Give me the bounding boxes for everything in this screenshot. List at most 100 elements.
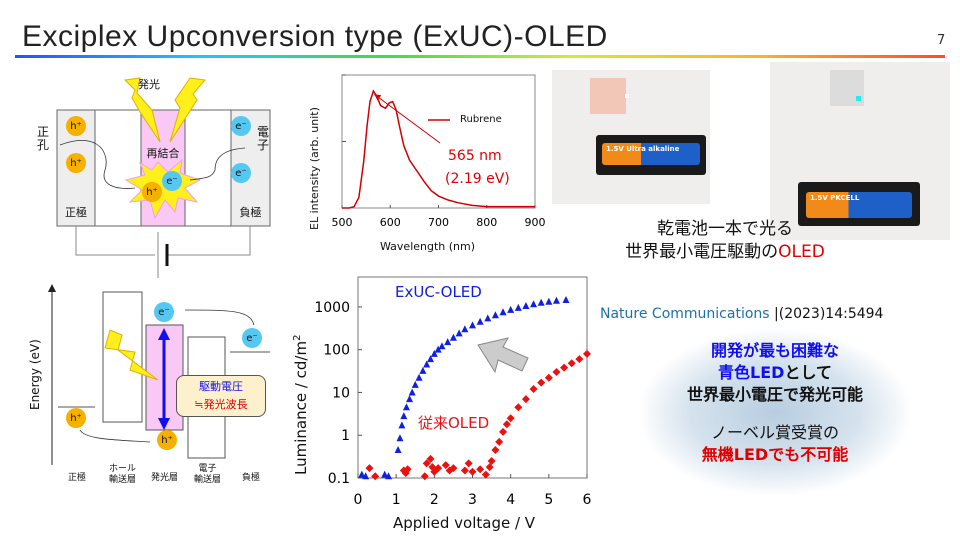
- emitting-pixel: [625, 94, 629, 98]
- x-tick-label: 500: [332, 216, 353, 229]
- x-tick-label: 4: [506, 492, 515, 508]
- plot-frame: [357, 276, 588, 479]
- exuc-data-point: [419, 366, 427, 374]
- y-tick-label: 1000: [314, 300, 350, 316]
- exuc-data-point: [522, 301, 530, 309]
- conventional-data-point: [481, 470, 490, 479]
- blue-led-text: 青色LED: [718, 363, 785, 382]
- emitting-pixel: [856, 96, 861, 101]
- highlight-line2-rest: として: [784, 363, 832, 382]
- oled-device: [590, 78, 626, 114]
- conventional-data-point: [434, 464, 443, 473]
- conventional-data-point: [485, 463, 494, 472]
- conventional-data-point: [575, 355, 584, 364]
- lightning-icon: [123, 77, 161, 143]
- callout-line1: 駆動電圧: [199, 380, 243, 393]
- exuc-data-point: [430, 349, 438, 357]
- photo-orange-oled: 1.5V Ultra alkaline: [552, 70, 710, 204]
- exuc-data-point: [358, 470, 366, 478]
- photo-blue-oled: 1.5V PKCELL: [770, 62, 950, 240]
- highlight-background: [640, 330, 910, 495]
- exuc-data-point: [507, 305, 515, 313]
- conventional-data-point: [449, 464, 458, 473]
- conventional-data-point: [552, 368, 561, 377]
- conventional-data-point: [441, 461, 450, 470]
- conventional-data-point: [506, 414, 515, 423]
- photo-caption: 乾電池一本で光る 世界最小電圧駆動のOLED: [590, 218, 860, 264]
- burst-icon: [124, 158, 202, 220]
- conventional-data-point: [403, 465, 412, 474]
- exuc-data-point: [499, 308, 507, 316]
- conventional-data-point: [426, 454, 435, 463]
- peak-arrowhead: [374, 94, 382, 101]
- electron-icon: e⁻: [162, 171, 182, 191]
- conventional-data-point: [521, 395, 530, 404]
- conventional-data-point: [502, 420, 511, 429]
- y-tick-label: 0.1: [328, 471, 350, 487]
- exuc-data-point: [514, 303, 522, 311]
- exuc-data-point: [394, 446, 402, 454]
- exuc-data-point: [381, 470, 389, 478]
- battery: 1.5V Ultra alkaline: [602, 143, 700, 165]
- exuc-data-point: [438, 342, 446, 350]
- hole-icon: h⁺: [66, 408, 86, 428]
- hole-icon: h⁺: [142, 182, 162, 202]
- conventional-data-point: [583, 349, 591, 358]
- highlight-text: 開発が最も困難な 青色LEDとして 世界最小電圧で発光可能 ノーベル賞受賞の 無…: [640, 340, 910, 466]
- exuc-data-point: [406, 395, 414, 403]
- trend-arrow-icon: [477, 337, 529, 374]
- conventional-series-label: 従来OLED: [418, 414, 490, 432]
- conventional-data-point: [420, 472, 429, 481]
- el-xlabel: Wavelength (nm): [380, 240, 476, 253]
- caption-line1: 乾電池一本で光る: [657, 219, 793, 239]
- exuc-data-point: [461, 325, 469, 333]
- conventional-data-point: [464, 459, 473, 468]
- slide-title: Exciplex Upconversion type (ExUC)-OLED: [22, 20, 608, 53]
- luminance-ylabel: Luminance / cd/m2: [292, 335, 310, 475]
- electron-icon: e⁻: [231, 116, 251, 136]
- y-tick-label: 100: [323, 343, 350, 359]
- hole-icon: h⁺: [157, 430, 177, 450]
- layer-label: 電子 輸送層: [193, 464, 221, 485]
- exuc-data-point: [400, 412, 408, 420]
- battery: 1.5V PKCELL: [806, 192, 912, 218]
- x-tick-label: 800: [476, 216, 497, 229]
- conventional-data-point: [422, 459, 431, 468]
- exuc-data-point: [491, 311, 499, 319]
- energy-diagram: Energy (eV) e⁻ e⁻ h⁺ h⁺ 駆動電圧 ≒発光波長 正極 ホー…: [0, 280, 300, 490]
- peak-arrow: [374, 93, 441, 144]
- device-diagram: 発光 正孔 電子 再結合 正極 負極 h⁺ h⁺ e⁻ e⁻ h⁺ e⁻: [0, 60, 300, 280]
- x-tick-label: 1: [392, 492, 401, 508]
- conventional-data-point: [476, 465, 485, 474]
- electron-icon: e⁻: [231, 163, 251, 183]
- y-tick-label: 10: [332, 385, 350, 401]
- exuc-data-point: [455, 329, 463, 337]
- exuc-series-label: ExUC-OLED: [395, 283, 482, 301]
- caption-line2: 世界最小電圧駆動のOLED: [590, 241, 860, 264]
- exuc-data-point: [530, 300, 538, 308]
- separator: |: [774, 306, 779, 322]
- conventional-data-point: [491, 446, 500, 455]
- x-tick-label: 600: [380, 216, 401, 229]
- conventional-data-point: [401, 469, 410, 478]
- exuc-data-point: [411, 380, 419, 388]
- caption-line2-text: 世界最小電圧駆動の: [625, 242, 779, 262]
- x-tick-label: 900: [525, 216, 546, 229]
- exuc-data-point: [434, 345, 442, 353]
- electron-label: 電子: [256, 125, 269, 152]
- hole-icon: h⁺: [66, 153, 86, 173]
- exuc-data-point: [427, 355, 435, 363]
- conventional-data-point: [499, 427, 508, 436]
- journal-name: Nature Communications: [600, 306, 770, 322]
- callout-line2: ≒発光波長: [194, 398, 248, 411]
- conventional-data-point: [371, 472, 380, 481]
- exuc-data-point: [562, 295, 570, 303]
- conventional-data-point: [560, 363, 569, 372]
- exuc-data-point: [444, 338, 452, 346]
- electron-icon: e⁻: [154, 302, 174, 322]
- exuc-data-point: [362, 472, 370, 480]
- exuc-data-point: [385, 472, 393, 480]
- exuc-data-point: [408, 388, 416, 396]
